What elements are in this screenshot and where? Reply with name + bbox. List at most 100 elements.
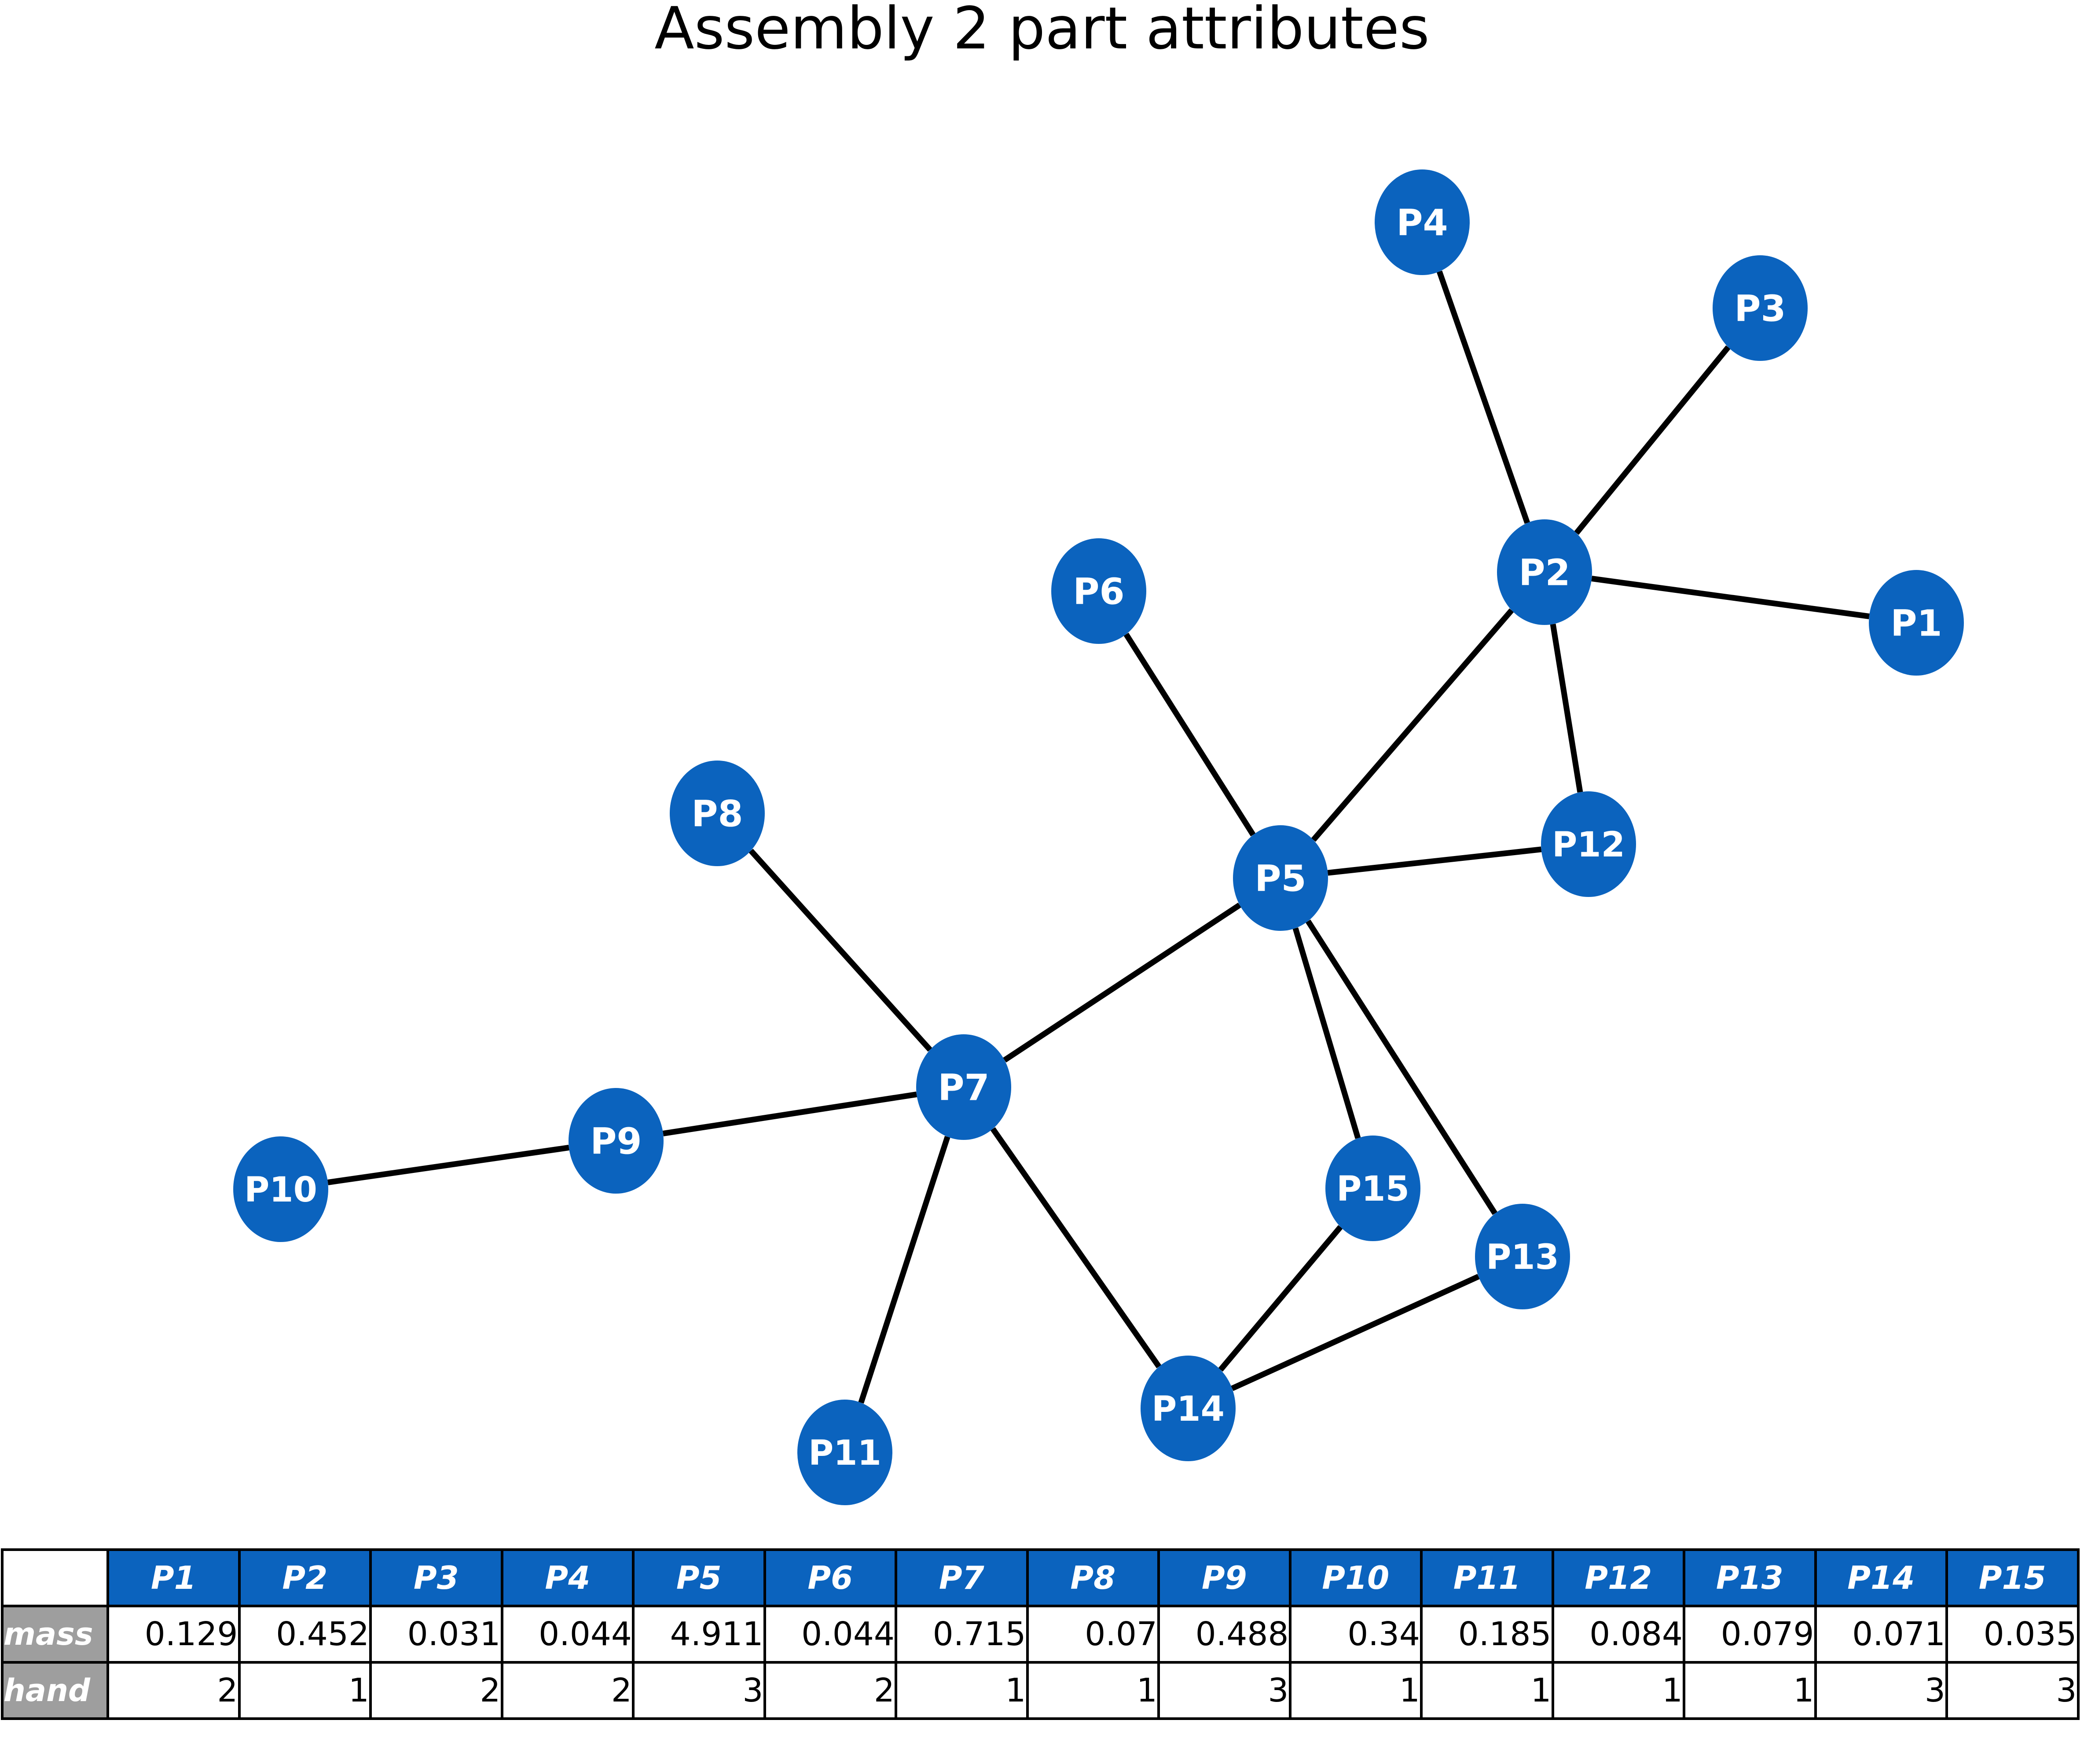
node-shape-P13 (1475, 1204, 1570, 1309)
table-col-header-p2: P2 (238, 1548, 372, 1607)
table-cell-hand-p12: 1 (1551, 1661, 1685, 1720)
table-col-header-p14: P14 (1814, 1548, 1948, 1607)
graph-node-P12[interactable]: P12 (1541, 791, 1636, 897)
table-cell-mass-p14: 0.071 (1814, 1605, 1948, 1664)
table-col-header-p9: P9 (1157, 1548, 1291, 1607)
table-cell-mass-p4: 0.044 (500, 1605, 635, 1664)
table-cell-hand-p2: 1 (238, 1661, 372, 1720)
node-label-P7: P7 (938, 1067, 989, 1109)
node-label-P6: P6 (1073, 571, 1124, 613)
table-cell-mass-p11: 0.185 (1420, 1605, 1554, 1664)
graph-edge-P5-P7 (1003, 902, 1241, 1063)
graph-node-P11[interactable]: P11 (797, 1400, 892, 1505)
node-label-P5: P5 (1255, 858, 1306, 900)
table-col-header-p13: P13 (1683, 1548, 1817, 1607)
table-cell-hand-p11: 1 (1420, 1661, 1554, 1720)
table-cell-hand-p13: 1 (1683, 1661, 1817, 1720)
graph-edge-P2-P5 (1311, 608, 1514, 842)
graph-node-P15[interactable]: P15 (1325, 1136, 1420, 1241)
node-label-P9: P9 (590, 1121, 642, 1163)
graph-edge-P14-P13 (1231, 1274, 1480, 1391)
table-cell-mass-p1: 0.129 (106, 1605, 241, 1664)
node-label-P15: P15 (1336, 1169, 1409, 1209)
table-cell-hand-p3: 2 (369, 1661, 503, 1720)
table-cell-mass-p9: 0.488 (1157, 1605, 1291, 1664)
table-cell-hand-p15: 3 (1945, 1661, 2080, 1720)
table-cell-hand-p7: 1 (895, 1661, 1029, 1720)
node-shape-P9 (569, 1088, 664, 1194)
graph-node-P13[interactable]: P13 (1475, 1204, 1570, 1309)
table-col-header-p11: P11 (1420, 1548, 1554, 1607)
table-row-label-mass: mass (1, 1605, 109, 1664)
table-cell-hand-p6: 2 (763, 1661, 897, 1720)
table-col-header-p8: P8 (1026, 1548, 1160, 1607)
edge-layer (327, 270, 1870, 1404)
node-label-P12: P12 (1552, 825, 1625, 865)
graph-node-P10[interactable]: P10 (233, 1136, 328, 1242)
graph-node-P5[interactable]: P5 (1233, 825, 1328, 931)
graph-node-P4[interactable]: P4 (1375, 169, 1470, 275)
table-cell-mass-p15: 0.035 (1945, 1605, 2080, 1664)
table-cell-hand-p8: 1 (1026, 1661, 1160, 1720)
graph-edge-P5-P12 (1327, 846, 1542, 876)
table-cell-mass-p7: 0.715 (895, 1605, 1029, 1664)
graph-node-P1[interactable]: P1 (1869, 570, 1964, 676)
node-label-P3: P3 (1734, 288, 1786, 330)
table-cell-mass-p6: 0.044 (763, 1605, 897, 1664)
table-cell-hand-p14: 3 (1814, 1661, 1948, 1720)
graph-edge-P5-P15 (1292, 927, 1361, 1139)
node-shape-P14 (1141, 1356, 1236, 1461)
node-shape-P11 (797, 1400, 892, 1505)
graph-edge-P7-P11 (858, 1136, 950, 1404)
graph-edge-P5-P6 (1123, 632, 1256, 837)
node-label-P2: P2 (1519, 552, 1570, 594)
table-cell-mass-p2: 0.452 (238, 1605, 372, 1664)
node-shape-P10 (233, 1136, 328, 1242)
node-shape-P5 (1233, 825, 1328, 931)
node-label-P4: P4 (1396, 202, 1448, 244)
table-cell-hand-p9: 3 (1157, 1661, 1291, 1720)
node-shape-P15 (1325, 1136, 1420, 1241)
table-cell-mass-p5: 4.911 (632, 1605, 766, 1664)
graph-node-P8[interactable]: P8 (670, 761, 765, 866)
table-col-header-p4: P4 (500, 1548, 635, 1607)
table-cell-hand-p10: 1 (1288, 1661, 1423, 1720)
node-shape-P3 (1713, 255, 1808, 361)
node-label-P8: P8 (691, 794, 743, 835)
table-col-header-p15: P15 (1945, 1548, 2080, 1607)
graph-node-P3[interactable]: P3 (1713, 255, 1808, 361)
node-label-P11: P11 (808, 1433, 881, 1473)
node-shape-P4 (1375, 169, 1470, 275)
graph-edge-P2-P12 (1550, 624, 1583, 793)
graph-edge-P2-P1 (1591, 576, 1870, 619)
table-col-header-p10: P10 (1288, 1548, 1423, 1607)
graph-edge-P2-P4 (1436, 270, 1530, 524)
table-cell-mass-p3: 0.031 (369, 1605, 503, 1664)
table-cell-mass-p8: 0.07 (1026, 1605, 1160, 1664)
table-corner-cell (1, 1548, 109, 1607)
graph-node-P14[interactable]: P14 (1141, 1356, 1236, 1461)
graph-edge-P5-P13 (1306, 919, 1497, 1215)
node-label-P13: P13 (1486, 1238, 1559, 1277)
graph-node-P9[interactable]: P9 (569, 1088, 664, 1194)
table-col-header-p1: P1 (106, 1548, 241, 1607)
node-shape-P1 (1869, 570, 1964, 676)
table-cell-mass-p12: 0.084 (1551, 1605, 1685, 1664)
graph-node-P2[interactable]: P2 (1497, 519, 1592, 625)
graph-node-P7[interactable]: P7 (916, 1034, 1011, 1140)
table-cell-mass-p10: 0.34 (1288, 1605, 1423, 1664)
table-cell-hand-p4: 2 (500, 1661, 635, 1720)
table-row-label-hand: hand (1, 1661, 109, 1720)
graph-node-P6[interactable]: P6 (1051, 538, 1146, 644)
table-col-header-p7: P7 (895, 1548, 1029, 1607)
graph-edge-P9-P10 (327, 1145, 569, 1185)
table-col-header-p5: P5 (632, 1548, 766, 1607)
page-title: Assembly 2 part attributes (654, 0, 1430, 62)
